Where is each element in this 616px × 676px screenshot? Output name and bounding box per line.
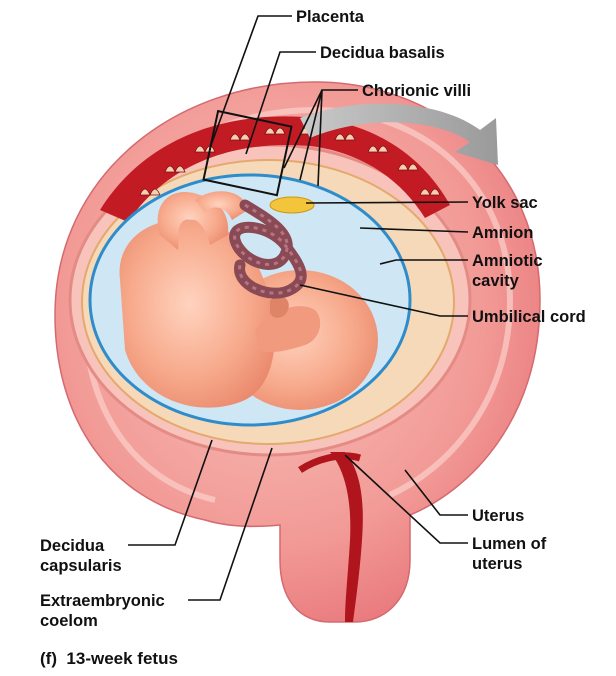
label-amnion: Amnion	[472, 224, 533, 242]
figure-caption: (f) 13-week fetus	[40, 649, 178, 668]
label-extraembryonic-coelom-1: Extraembryonic	[40, 592, 165, 610]
label-lumen-of-uterus-2: uterus	[472, 555, 522, 573]
label-amniotic-cavity-2: cavity	[472, 272, 520, 290]
label-umbilical-cord: Umbilical cord	[472, 308, 586, 326]
label-amniotic-cavity-1: Amniotic	[472, 252, 543, 270]
label-lumen-of-uterus-1: Lumen of	[472, 535, 547, 553]
uterine-lumen	[298, 452, 363, 622]
placenta-band	[100, 116, 450, 222]
umbilical-cord-twist	[233, 203, 303, 295]
yolk-sac	[269, 196, 315, 214]
label-chorionic-villi: Chorionic villi	[362, 82, 471, 100]
label-extraembryonic-coelom-2: coelom	[40, 612, 98, 630]
label-placenta: Placenta	[296, 8, 365, 26]
magnification-arrow	[300, 103, 498, 165]
label-decidua-basalis: Decidua basalis	[320, 44, 445, 62]
label-yolk-sac: Yolk sac	[472, 194, 538, 212]
label-decidua-capsularis-1: Decidua	[40, 537, 105, 555]
label-decidua-capsularis-2: capsularis	[40, 557, 122, 575]
leader-lines	[128, 15, 469, 601]
label-uterus: Uterus	[472, 507, 524, 525]
